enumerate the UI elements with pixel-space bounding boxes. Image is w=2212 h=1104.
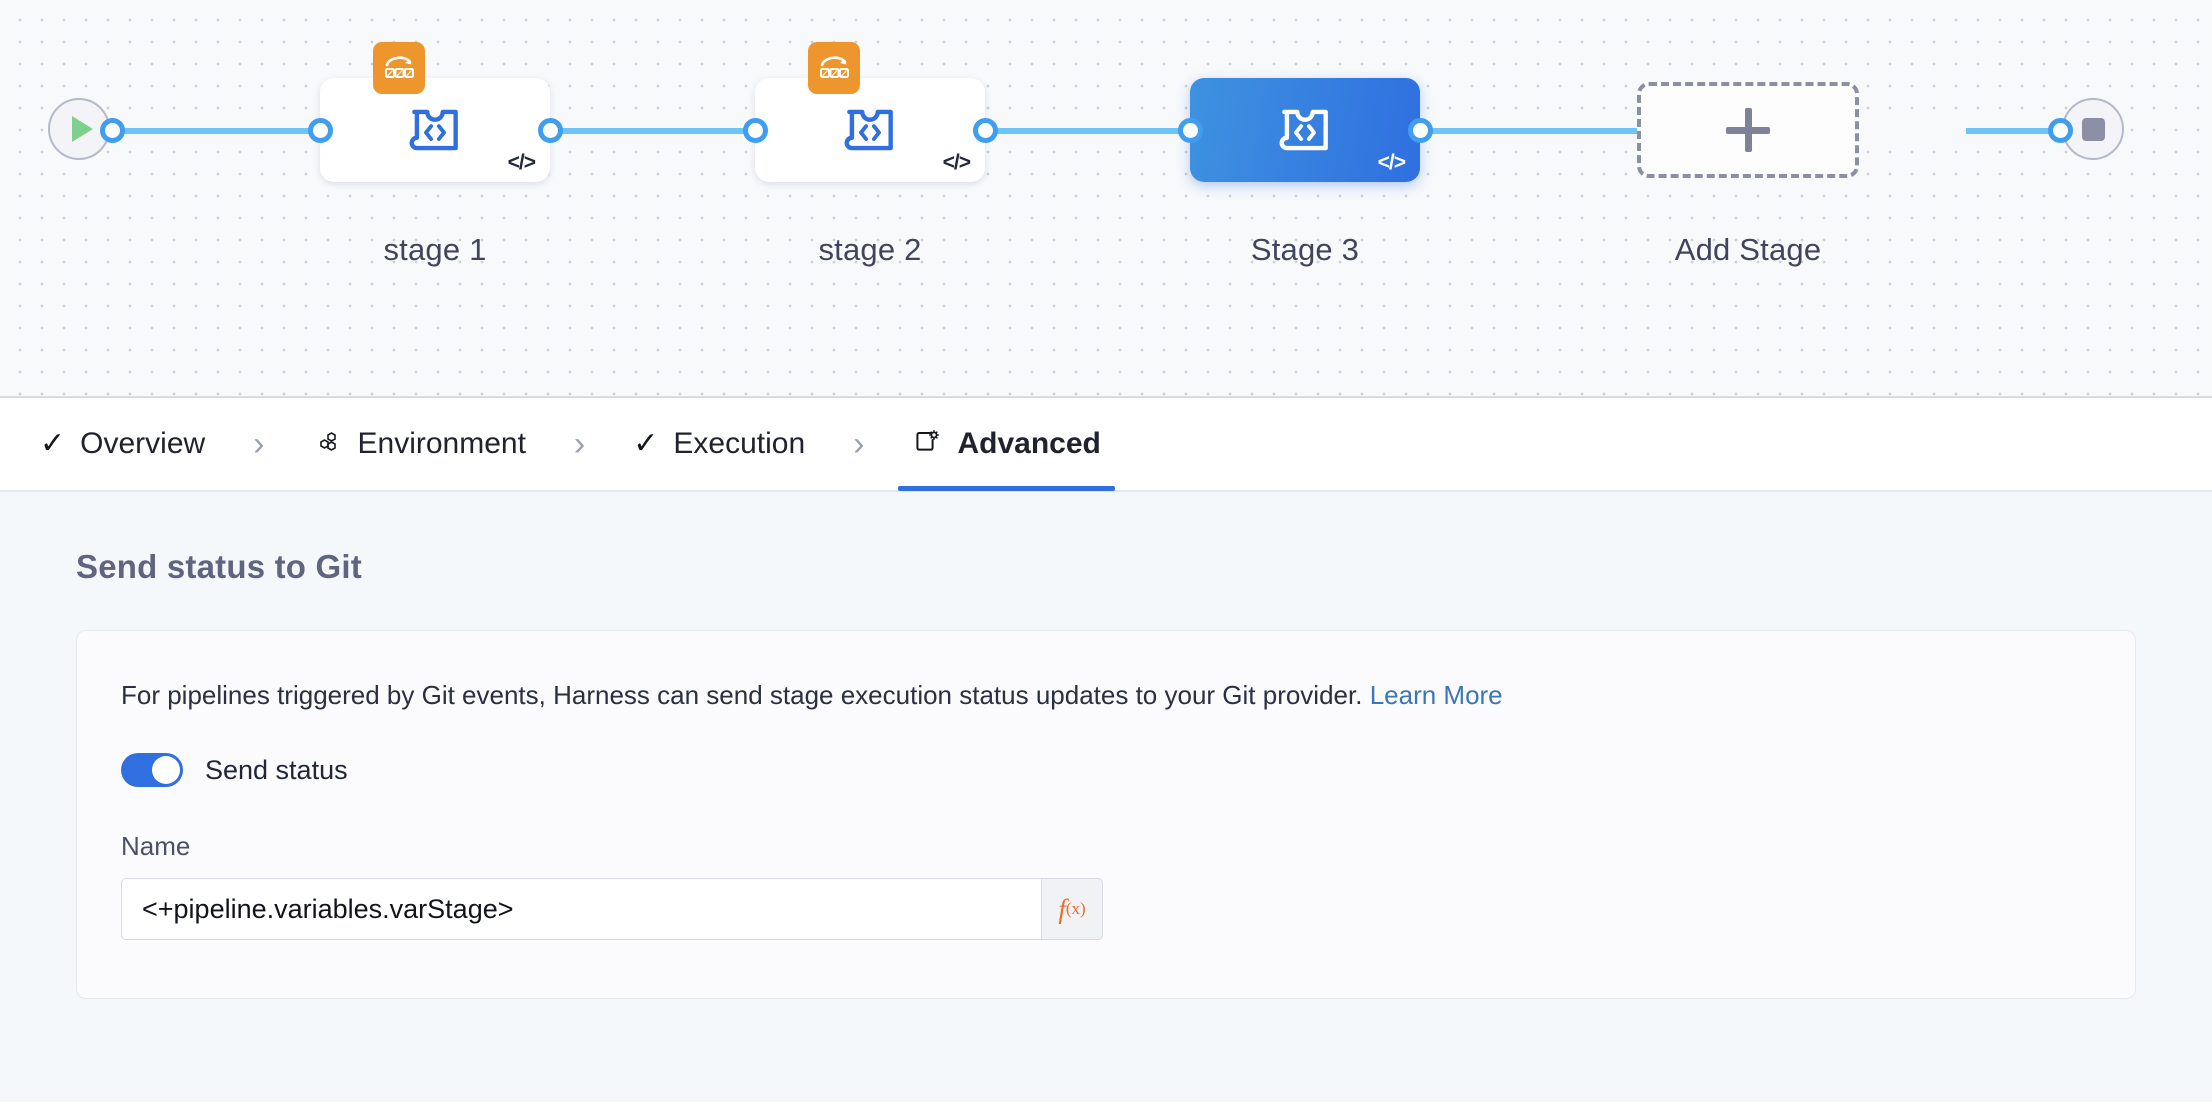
pipeline-connector-rail	[118, 128, 2078, 134]
page-title: Send status to Git	[76, 548, 362, 585]
tab-separator-icon: ›	[573, 424, 586, 463]
tab-advanced-label: Advanced	[957, 427, 1101, 460]
send-status-toggle[interactable]	[121, 753, 183, 788]
tab-separator-icon: ›	[853, 424, 865, 463]
stage-2-right-dot	[973, 118, 998, 143]
start-node-connector-dot	[100, 118, 125, 143]
tab-environment-label: Environment	[357, 427, 526, 460]
send-status-card: For pipelines triggered by Git events, H…	[76, 630, 2136, 1000]
toggle-knob	[152, 756, 180, 785]
plus-icon	[1726, 108, 1770, 152]
matrix-strategy-icon	[373, 42, 425, 94]
expression-fx-button[interactable]: f(x)	[1041, 878, 1103, 941]
stage-1-right-dot	[538, 118, 563, 143]
stage-code-icon	[1279, 109, 1328, 151]
stage-3-right-dot	[1408, 118, 1433, 143]
check-icon: ✓	[40, 427, 66, 460]
tab-advanced[interactable]: Advanced	[898, 397, 1116, 491]
tab-overview-label: Overview	[80, 427, 206, 460]
tab-separator-icon: ›	[253, 424, 265, 463]
tab-overview[interactable]: ✓ Overview	[26, 397, 219, 491]
stage-1-left-dot	[308, 118, 333, 143]
check-icon: ✓	[633, 427, 659, 460]
send-status-toggle-row: Send status	[121, 753, 2091, 788]
pipeline-canvas[interactable]: </> stage 1 </>	[0, 0, 2212, 398]
stop-icon	[2081, 117, 2105, 141]
send-status-description: For pipelines triggered by Git events, H…	[121, 677, 2091, 713]
add-stage-button[interactable]	[1637, 82, 1859, 178]
tab-environment[interactable]: Environment	[299, 397, 540, 491]
advanced-settings-icon	[912, 427, 942, 462]
tab-execution[interactable]: ✓ Execution	[619, 397, 819, 491]
description-text: For pipelines triggered by Git events, H…	[121, 680, 1363, 710]
environment-hexagon-icon	[313, 427, 343, 462]
end-node-connector-dot	[2048, 118, 2073, 143]
stage-code-icon	[844, 109, 893, 151]
stage-label-3: Stage 3	[1250, 232, 1360, 267]
advanced-tab-content: Send status to Git For pipelines trigger…	[0, 492, 2212, 1102]
name-field-row: f(x)	[121, 878, 1103, 941]
stage-card-3[interactable]: </>	[1190, 78, 1420, 182]
stage-3-left-dot	[1178, 118, 1203, 143]
play-icon	[72, 116, 93, 142]
stage-tab-bar[interactable]: ✓ Overview › Environment › ✓ Execution ›…	[0, 398, 2212, 492]
tab-execution-label: Execution	[673, 427, 806, 460]
name-field-label: Name	[121, 831, 191, 862]
fx-label: f	[1058, 893, 1066, 924]
stage-2-left-dot	[743, 118, 768, 143]
stage-code-icon	[409, 109, 458, 151]
stage-yaml-glyph-3: </>	[1377, 151, 1406, 174]
stage-yaml-glyph-1: </>	[507, 151, 536, 174]
learn-more-link[interactable]: Learn More	[1369, 680, 1503, 710]
stage-yaml-glyph-2: </>	[942, 151, 971, 174]
fx-sub: (x)	[1065, 899, 1086, 919]
name-input[interactable]	[121, 878, 1041, 941]
stage-label-2: stage 2	[818, 232, 922, 267]
add-stage-label: Add Stage	[1674, 232, 1822, 267]
stage-card-2[interactable]: </>	[755, 42, 985, 182]
send-status-toggle-label: Send status	[205, 754, 348, 785]
stage-card-1[interactable]: </>	[320, 42, 550, 182]
matrix-strategy-icon	[808, 42, 860, 94]
stage-label-1: stage 1	[383, 232, 487, 267]
